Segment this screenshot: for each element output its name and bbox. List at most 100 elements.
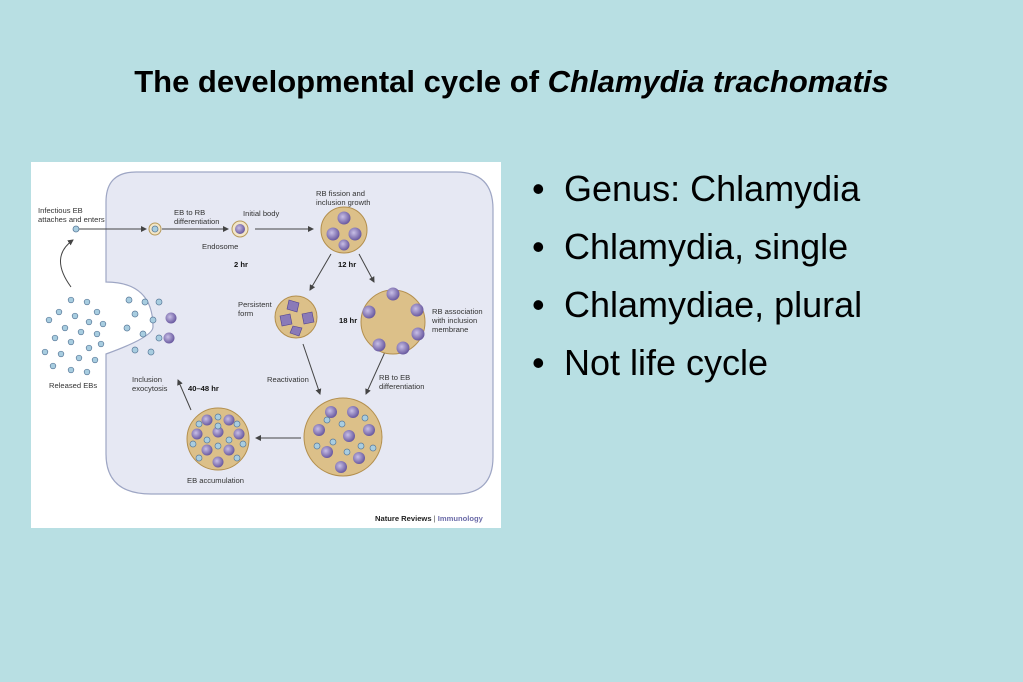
rb — [386, 287, 400, 301]
slide-title: The developmental cycle of Chlamydia tra… — [0, 64, 1023, 100]
bullet-item: • Genus: Chlamydia — [532, 167, 862, 225]
label-reactivation: Reactivation — [267, 375, 309, 384]
rb-eb-arrow — [365, 351, 386, 395]
bullet-text: Chlamydiae, plural — [564, 284, 863, 325]
accumulated-bodies — [189, 413, 247, 468]
label-endosome: Endosome — [202, 242, 238, 251]
association-arrow — [358, 253, 375, 283]
eb — [195, 454, 203, 462]
label-18hr: 18 hr — [339, 316, 357, 325]
rb — [337, 211, 351, 225]
eb — [49, 362, 57, 370]
eb — [338, 420, 346, 428]
rb — [212, 456, 224, 468]
label-fission-2: inclusion growth — [316, 198, 370, 207]
label-rb-eb-1: RB to EB — [379, 373, 410, 382]
label-accumulation: EB accumulation — [187, 476, 244, 485]
bullet-text: Genus: Chlamydia — [564, 168, 861, 209]
eb — [97, 340, 105, 348]
eb — [77, 328, 85, 336]
label-released: Released EBs — [49, 381, 97, 390]
label-assoc-2: with inclusion — [431, 316, 477, 325]
rb — [191, 428, 203, 440]
eb — [155, 334, 163, 342]
eb — [233, 420, 241, 428]
eb — [149, 316, 157, 324]
rb — [347, 406, 359, 418]
label-assoc-1: RB association — [432, 307, 483, 316]
eb — [85, 318, 93, 326]
eb — [75, 354, 83, 362]
label-2hr: 2 hr — [234, 260, 248, 269]
eb — [41, 348, 49, 356]
rb — [233, 428, 245, 440]
reactivation-arrow — [302, 343, 322, 395]
label-eb-rb-2: differentiation — [174, 217, 219, 226]
rb — [348, 227, 362, 241]
bullet-marker: • — [532, 284, 545, 325]
eb — [214, 422, 222, 430]
eb — [57, 350, 65, 358]
bullet-item: • Chlamydia, single — [532, 225, 862, 283]
credit-field: Immunology — [438, 514, 484, 523]
rb — [321, 446, 333, 458]
eb — [131, 310, 139, 318]
bullet-item: • Chlamydiae, plural — [532, 283, 862, 341]
eb — [93, 330, 101, 338]
eb — [329, 438, 337, 446]
eb — [61, 324, 69, 332]
rb — [201, 444, 213, 456]
aberrant-rb — [289, 325, 303, 337]
eb — [83, 368, 91, 376]
persistent-arrow — [309, 253, 332, 291]
rb — [362, 305, 376, 319]
label-initial-body: Initial body — [243, 209, 280, 218]
eb — [214, 442, 222, 450]
eb — [83, 298, 91, 306]
reentry-arrow — [60, 239, 74, 288]
rb — [201, 414, 213, 426]
eb — [131, 346, 139, 354]
eb — [71, 312, 79, 320]
label-fission-1: RB fission and — [316, 189, 365, 198]
rb — [411, 327, 425, 341]
eb — [189, 440, 197, 448]
bullet-marker: • — [532, 168, 545, 209]
initial-rb — [235, 224, 245, 234]
label-assoc-3: membrane — [432, 325, 468, 334]
bullet-marker: • — [532, 342, 545, 383]
eb — [85, 344, 93, 352]
rb — [223, 414, 235, 426]
rb — [165, 312, 177, 324]
released-ebs — [41, 296, 107, 376]
chlamydia-cycle-figure: Infectious EB attaches and enters EB to … — [31, 162, 501, 528]
exocytosis-vacuole-bodies — [123, 296, 177, 356]
rb — [335, 461, 347, 473]
bullet-text: Not life cycle — [564, 342, 769, 383]
mixed-bodies — [313, 406, 377, 473]
eb — [55, 308, 63, 316]
bullet-list: • Genus: Chlamydia • Chlamydia, single • Ch… — [532, 167, 862, 399]
eb — [147, 348, 155, 356]
eb — [141, 298, 149, 306]
eb — [125, 296, 133, 304]
eb — [123, 324, 131, 332]
eb — [91, 356, 99, 364]
persistent-inclusion — [274, 295, 318, 339]
infectious-eb — [72, 225, 80, 233]
eb — [233, 454, 241, 462]
label-eb-rb-1: EB to RB — [174, 208, 205, 217]
inclusion-eb-accumulation — [186, 407, 250, 471]
rb — [410, 303, 424, 317]
credit-journal: Nature Reviews — [375, 514, 432, 523]
eb — [357, 442, 365, 450]
eb — [239, 440, 247, 448]
title-italic: Chlamydia trachomatis — [547, 64, 889, 99]
eb — [369, 444, 377, 452]
eb — [195, 420, 203, 428]
eb — [67, 366, 75, 374]
label-persistent-1: Persistent — [238, 300, 273, 309]
bullet-text: Chlamydia, single — [564, 226, 849, 267]
bullet-marker: • — [532, 226, 545, 267]
eb-particle — [151, 225, 159, 233]
